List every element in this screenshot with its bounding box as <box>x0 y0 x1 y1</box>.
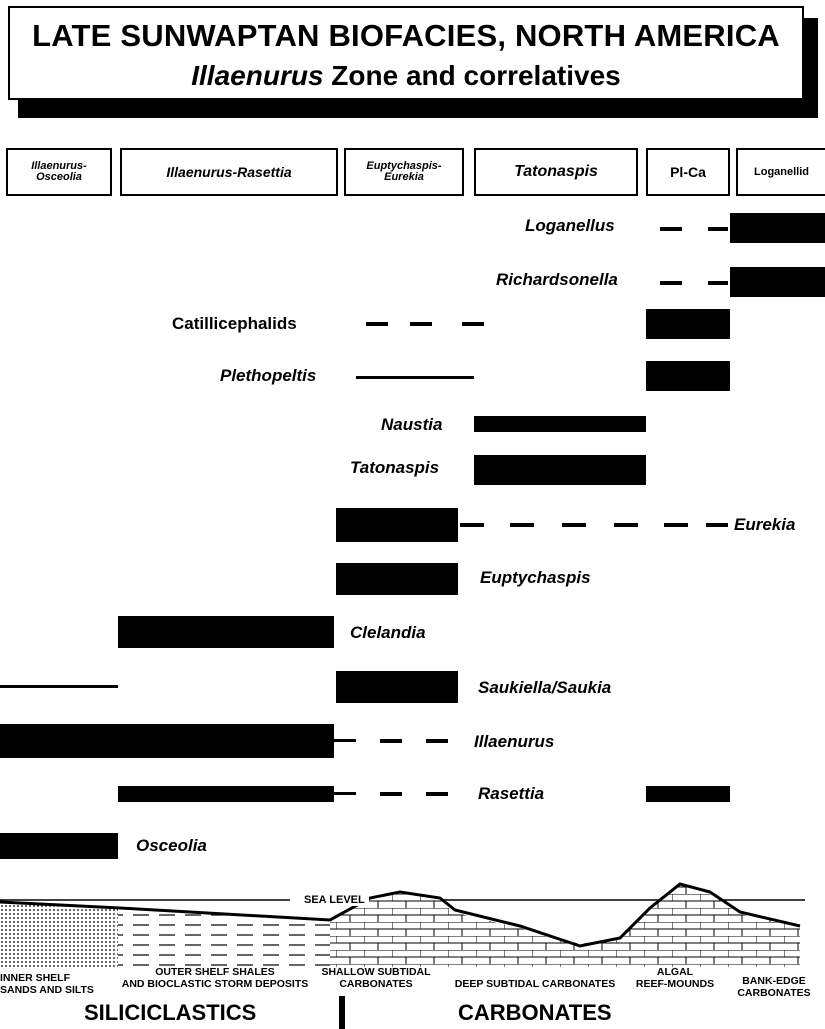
range-bar-tatonaspis <box>474 455 646 485</box>
seafloor-profile <box>0 882 801 948</box>
lithology-divider <box>339 996 345 1029</box>
deep-subtidal-carbonates <box>452 884 800 968</box>
range-dash <box>664 523 688 527</box>
title-line-2: Illaenurus Zone and correlatives <box>10 60 802 92</box>
header-line-1: Loganellid <box>754 165 809 178</box>
env-deep-subtidal: DEEP SUBTIDAL CARBONATES <box>440 978 630 990</box>
env-line-1: INNER SHELF <box>0 972 71 984</box>
carbonates-label: CARBONATES <box>458 1000 612 1025</box>
taxon-label-clelandia: Clelandia <box>350 623 426 642</box>
depositional-profile <box>0 882 825 969</box>
taxon-label-saukiella: Saukiella/Saukia <box>478 678 612 697</box>
range-bar-richardsonella <box>730 267 825 297</box>
range-bar-illaenurus <box>0 724 334 758</box>
range-dash <box>708 281 728 285</box>
range-bar-clelandia <box>118 616 334 648</box>
sea-level-label: SEA LEVEL <box>300 894 369 906</box>
range-line-plethopeltis <box>356 376 474 379</box>
env-line-2: SANDS AND SILTS <box>0 984 94 996</box>
header-line-2: Osceolia <box>36 171 82 183</box>
taxon-label-plethopeltis: Plethopeltis <box>220 366 317 385</box>
range-dash <box>410 322 432 326</box>
env-line-2: CARBONATES <box>737 987 811 999</box>
shallow-subtidal-carbonates <box>330 892 452 968</box>
env-line-1: SHALLOW SUBTIDAL <box>321 966 431 978</box>
range-bar-euptychaspis <box>336 563 458 595</box>
header-line-1: Illaenurus-Rasettia <box>166 164 292 180</box>
range-bar-loganellus <box>730 213 825 243</box>
range-line <box>334 792 356 795</box>
range-bar-osceolia <box>0 833 118 859</box>
taxon-label-eurekia: Eurekia <box>734 515 796 534</box>
header-line-1: Tatonaspis <box>514 163 598 180</box>
siliciclastics-label: SILICICLASTICS <box>84 1000 257 1025</box>
header-line-1: Illaenurus- <box>31 160 87 172</box>
taxon-label-catillicephalids: Catillicephalids <box>172 314 297 333</box>
env-line-2: CARBONATES <box>339 978 413 990</box>
taxon-label-rasettia: Rasettia <box>478 784 545 803</box>
env-line-1: ALGAL <box>656 966 694 978</box>
range-dash <box>426 739 448 743</box>
range-bar-saukiella <box>336 671 458 703</box>
header-line-1: Euptychaspis- <box>366 160 442 172</box>
range-dash <box>380 792 402 796</box>
range-bar-rasettia-pl-ca <box>646 786 730 802</box>
header-pl-ca: Pl-Ca <box>646 148 730 196</box>
env-line-1: BANK-EDGE <box>742 975 806 987</box>
title-line-2-rest: Zone and correlatives <box>323 60 621 91</box>
range-dash <box>614 523 638 527</box>
env-line-1: DEEP SUBTIDAL CARBONATES <box>454 978 616 990</box>
title-box: LATE SUNWAPTAN BIOFACIES, NORTH AMERICA … <box>8 6 804 100</box>
range-dash <box>510 523 534 527</box>
range-bar-eurekia <box>336 508 458 542</box>
range-bar-plethopeltis <box>646 361 730 391</box>
range-line-saukiella <box>0 685 118 688</box>
range-dash <box>426 792 448 796</box>
range-dash <box>706 523 728 527</box>
header-tatonaspis: Tatonaspis <box>474 148 638 196</box>
range-bar-rasettia <box>118 786 334 802</box>
range-dash <box>460 523 484 527</box>
range-dash <box>660 281 682 285</box>
range-dash <box>660 227 682 231</box>
title-genus: Illaenurus <box>191 60 324 91</box>
taxon-label-tatonaspis: Tatonaspis <box>350 458 440 477</box>
env-line-2: AND BIOCLASTIC STORM DEPOSITS <box>121 978 309 990</box>
header-illaenurus-osceolia: Illaenurus-Osceolia <box>6 148 112 196</box>
taxon-label-loganellus: Loganellus <box>525 216 615 235</box>
env-line-1: OUTER SHELF SHALES <box>155 966 275 978</box>
header-loganellid: Loganellid <box>736 148 825 196</box>
inner-shelf-sands <box>0 902 120 968</box>
taxon-label-richardsonella: Richardsonella <box>496 270 618 289</box>
taxon-label-euptychaspis: Euptychaspis <box>480 568 591 587</box>
env-line-2: REEF-MOUNDS <box>635 978 715 990</box>
range-bar-naustia <box>474 416 646 432</box>
header-illaenurus-rasettia: Illaenurus-Rasettia <box>120 148 338 196</box>
range-line <box>334 739 356 742</box>
range-dash <box>462 322 484 326</box>
range-dash <box>366 322 388 326</box>
range-dash <box>380 739 402 743</box>
range-bar-catillicephalids <box>646 309 730 339</box>
taxon-label-naustia: Naustia <box>381 415 443 434</box>
range-dash <box>708 227 728 231</box>
title-line-1: LATE SUNWAPTAN BIOFACIES, NORTH AMERICA <box>32 18 780 53</box>
taxon-label-osceolia: Osceolia <box>136 836 207 855</box>
range-dash <box>562 523 586 527</box>
header-line-2: Eurekia <box>384 171 424 183</box>
header-euptychaspis-eurekia: Euptychaspis-Eurekia <box>344 148 464 196</box>
outer-shelf-shales <box>118 908 330 968</box>
taxon-label-illaenurus: Illaenurus <box>474 732 555 751</box>
header-line-1: Pl-Ca <box>670 164 706 180</box>
